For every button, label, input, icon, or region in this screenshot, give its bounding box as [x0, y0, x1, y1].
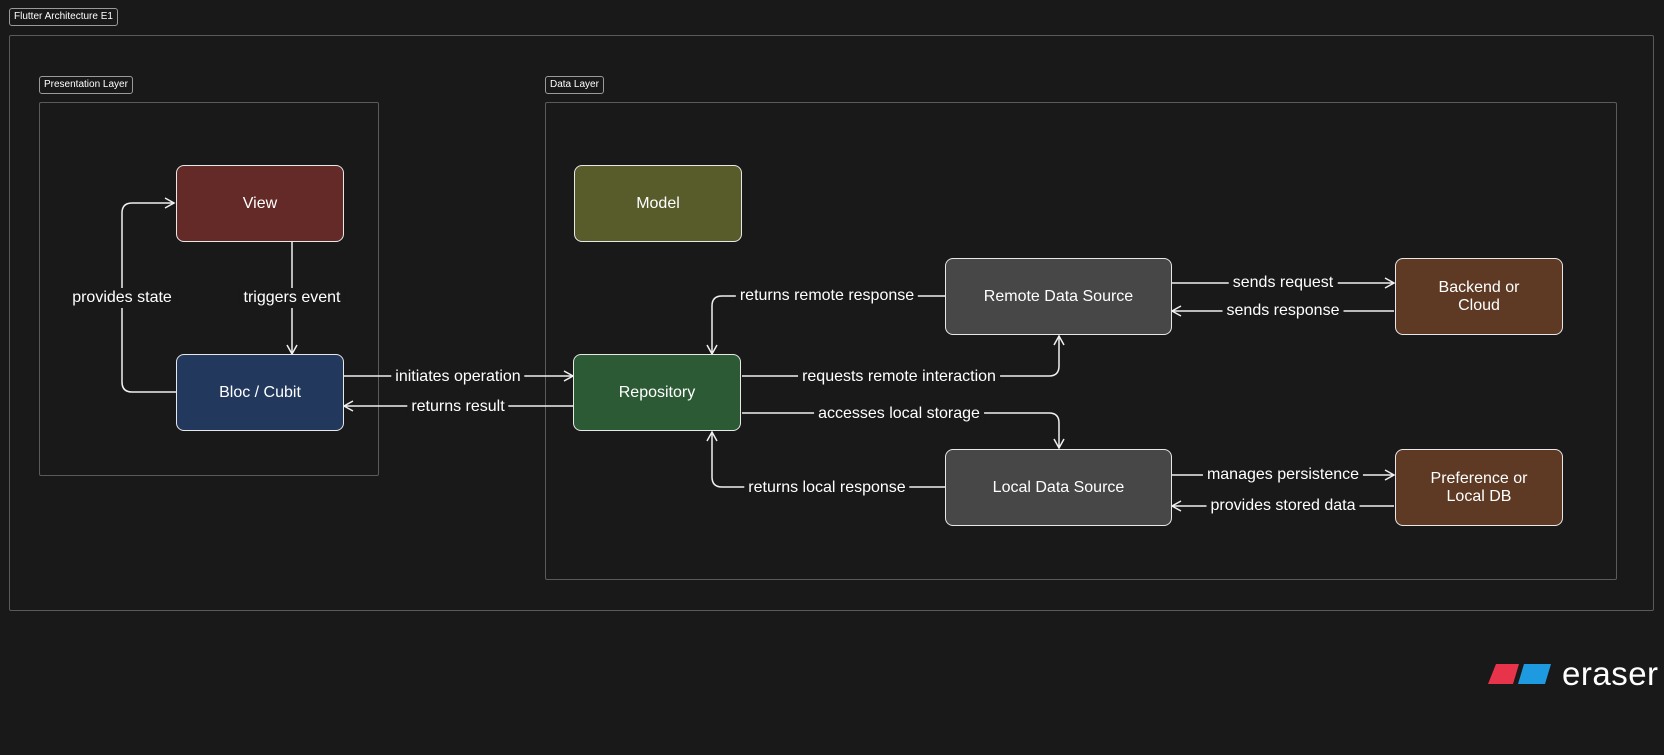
node-preference-or-local-db-label: Preference or Local DB [1430, 469, 1528, 505]
node-local-data-source-label: Local Data Source [992, 478, 1125, 496]
eraser-logo-icon [1488, 664, 1551, 684]
eraser-brand: eraser [1488, 655, 1659, 693]
node-repository-label: Repository [618, 383, 696, 401]
label-requests-remote-interaction: requests remote interaction [798, 367, 1000, 387]
edge-requests-remote-interaction [742, 334, 1065, 377]
outer-frame-label: Flutter Architecture E1 [9, 8, 118, 26]
label-manages-persistence: manages persistence [1202, 465, 1364, 485]
node-model-label: Model [636, 194, 680, 212]
node-preference-or-local-db[interactable]: Preference or Local DB [1395, 449, 1563, 526]
label-sends-request: sends request [1228, 273, 1338, 293]
node-bloc-cubit[interactable]: Bloc / Cubit [176, 354, 344, 431]
edge-accesses-local-storage [742, 412, 1065, 450]
label-accesses-local-storage: accesses local storage [814, 404, 984, 424]
node-local-data-source[interactable]: Local Data Source [945, 449, 1172, 526]
data-layer-frame [545, 102, 1617, 580]
node-backend-or-cloud[interactable]: Backend or Cloud [1395, 258, 1563, 335]
node-remote-data-source-label: Remote Data Source [983, 287, 1134, 305]
label-provides-stored-data: provides stored data [1206, 496, 1360, 516]
outer-frame [9, 35, 1654, 611]
node-view-label: View [242, 194, 278, 212]
node-remote-data-source[interactable]: Remote Data Source [945, 258, 1172, 335]
data-layer-label: Data Layer [545, 76, 604, 94]
label-returns-result: returns result [407, 397, 509, 417]
label-triggers-event: triggers event [239, 288, 345, 308]
edge-returns-remote-response [706, 295, 945, 356]
node-model[interactable]: Model [574, 165, 742, 242]
label-sends-response: sends response [1222, 301, 1344, 321]
label-returns-remote-response: returns remote response [735, 286, 919, 306]
label-provides-state: provides state [68, 288, 176, 308]
edge-returns-local-response [706, 430, 945, 488]
presentation-layer-label: Presentation Layer [39, 76, 133, 94]
node-backend-or-cloud-label: Backend or Cloud [1438, 278, 1520, 314]
node-bloc-cubit-label: Bloc / Cubit [219, 383, 301, 401]
node-view[interactable]: View [176, 165, 344, 242]
label-returns-local-response: returns local response [744, 478, 910, 498]
node-repository[interactable]: Repository [573, 354, 741, 431]
eraser-brand-text: eraser [1562, 655, 1659, 692]
presentation-layer-frame [39, 102, 379, 476]
label-initiates-operation: initiates operation [391, 367, 525, 387]
